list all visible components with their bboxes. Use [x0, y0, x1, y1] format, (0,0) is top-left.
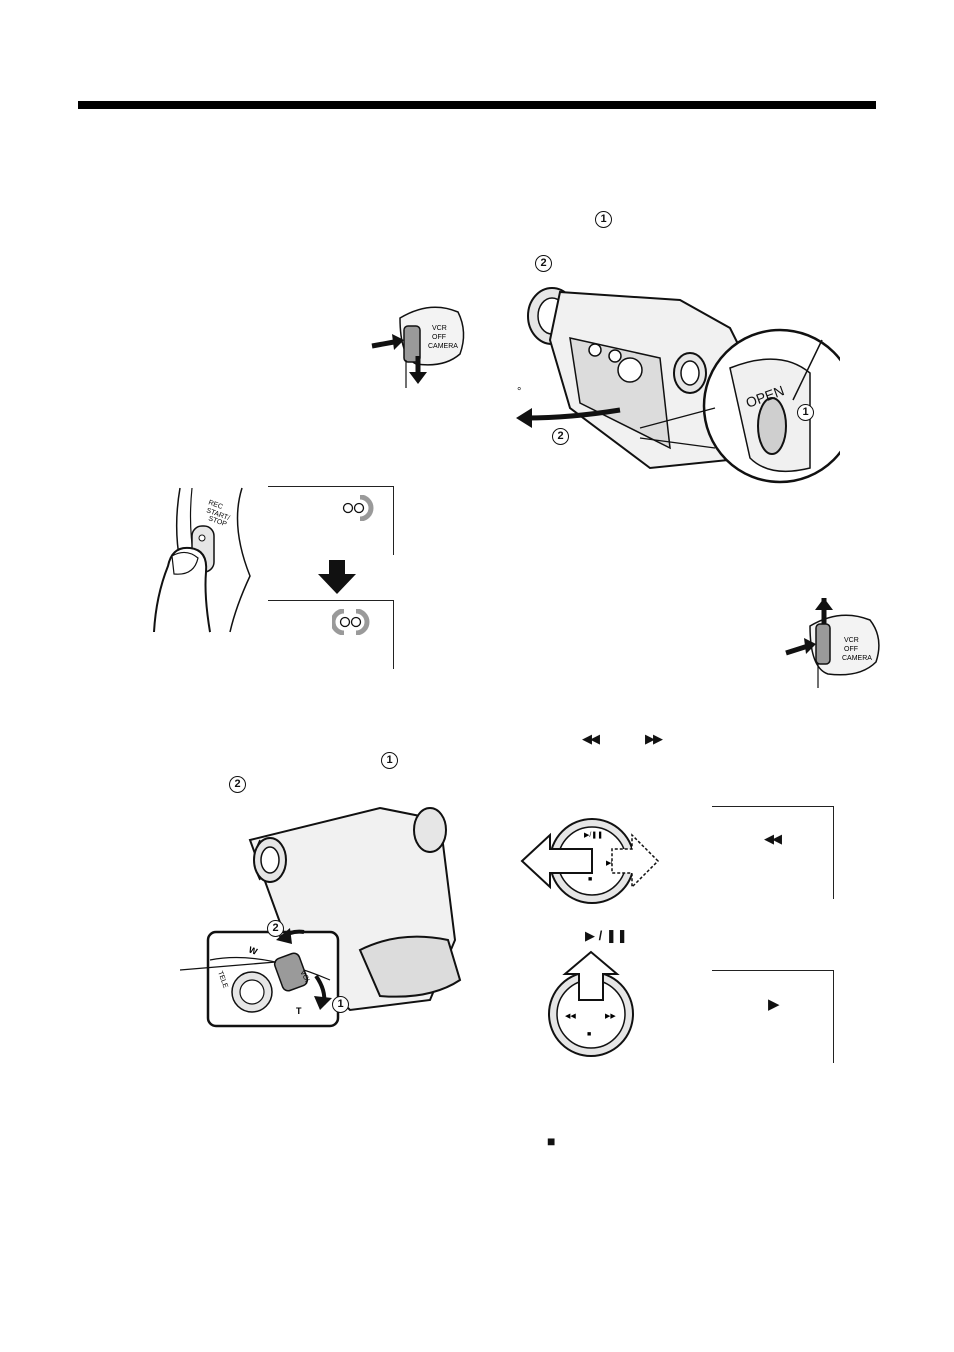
control-pad-play-illustration: ◀◀ ▶▶ ■ [548, 950, 634, 1057]
zoom-w-label: W [247, 944, 259, 956]
display-panel-rewind: ◀◀ [712, 806, 834, 899]
step-marker-2-swing: 2 [552, 428, 569, 445]
svg-text:▶/❚❚: ▶/❚❚ [584, 831, 603, 839]
dial-vcr-label-left: VCR [432, 325, 447, 332]
rewind-symbol: ◀◀ [582, 731, 600, 746]
step-marker-2-zoom: 2 [229, 776, 246, 793]
camcorder-lcd-open-illustration: OPEN [516, 287, 840, 484]
step-marker-2-open-lcd: 2 [535, 255, 552, 272]
zoom-t-label: T [296, 1006, 302, 1016]
svg-text:■: ■ [588, 876, 592, 883]
svg-text:▶▶: ▶▶ [605, 1013, 616, 1020]
rec-button-press-illustration: REC START/ STOP [153, 487, 251, 633]
step-marker-1-zoom-inset: 1 [332, 996, 349, 1013]
dial-off-label: OFF [844, 646, 858, 653]
display-panel-recording [268, 600, 394, 669]
step-marker-1-open-lcd: 1 [595, 211, 612, 228]
power-dial-camera-illustration: VCR OFF CAMERA [371, 306, 465, 388]
display-play-symbol: ▶ [768, 996, 780, 1013]
tape-reel-icon [342, 495, 374, 521]
svg-text:■: ■ [587, 1031, 591, 1038]
control-pad-rewind-illustration: ▶/❚❚ ◀◀ ▶▶ ■ [520, 818, 660, 904]
power-dial-vcr-illustration: VCR OFF CAMERA [785, 598, 880, 688]
tape-reel-recording-icon [332, 609, 370, 635]
display-panel-play: ▶ [712, 970, 834, 1063]
step-marker-1-zoom: 1 [381, 752, 398, 769]
step-marker-2-zoom-inset: 2 [267, 920, 284, 937]
svg-text:◀◀: ◀◀ [565, 1013, 576, 1020]
dial-camera-label: CAMERA [842, 655, 872, 662]
display-rewind-symbol: ◀◀ [764, 831, 782, 846]
fast-forward-symbol: ▶▶ [645, 731, 663, 746]
rec-label: REC [207, 499, 223, 511]
dial-off-label-left: OFF [432, 334, 446, 341]
top-rule [78, 101, 876, 109]
display-panel-standby [268, 486, 394, 555]
step-marker-1-latch: 1 [797, 404, 814, 421]
play-pause-symbol: ▶ / ❚❚ [585, 928, 628, 943]
dial-vcr-label: VCR [844, 637, 859, 644]
degree-mark: ° [517, 386, 522, 398]
stop-symbol: ■ [547, 1133, 556, 1149]
dial-camera-label-left: CAMERA [428, 343, 458, 350]
down-arrow-icon [318, 560, 356, 594]
camcorder-zoom-illustration: W T VOL TELE [180, 806, 462, 1028]
